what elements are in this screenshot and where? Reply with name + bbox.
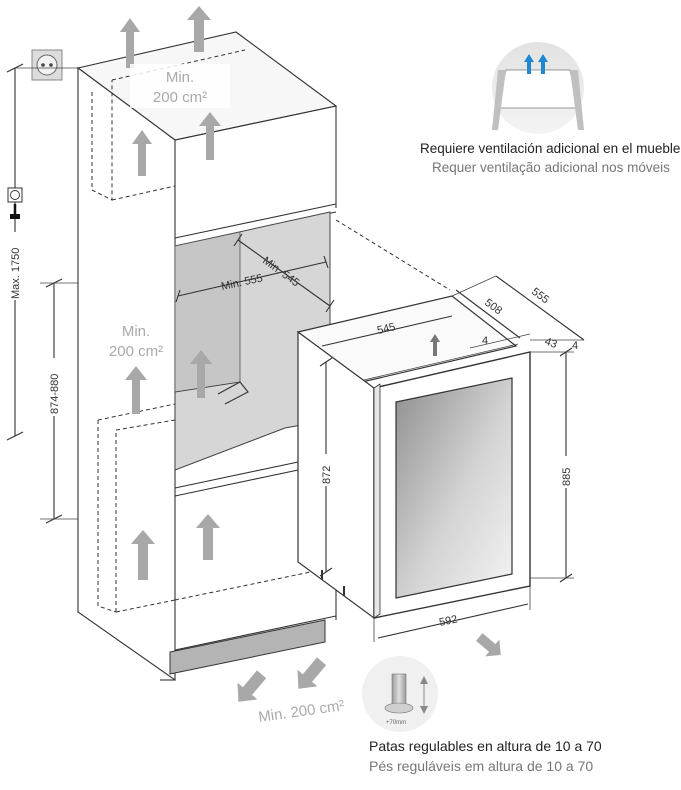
door-depth-label: 43 [543,336,559,351]
vent-arrow-up-5 [125,366,147,414]
vent-area-middle-label: Min.200 cm² [109,323,163,360]
vent-arrow-up-4 [199,112,221,160]
tall-cabinet [76,31,338,682]
vent-arrow-up-7 [131,530,155,580]
vent-arrow-in-2 [297,657,327,689]
vent-arrow-up-8 [196,514,220,560]
depth-body-label: 508 [482,297,504,317]
vent-arrow-up-3 [132,130,152,176]
appliance-width-label: 592 [438,613,458,629]
vent-area-top-label: Min.200 cm² [153,69,207,106]
ventilation-arrows [120,6,327,702]
ventilation-note-es: Requiere ventilación adicional en el mue… [420,141,681,156]
ventilation-note-pt: Requer ventilação adicional nos móveis [432,160,670,175]
wall-socket-icon [31,49,63,81]
body-height-label: 872 [321,466,333,484]
vent-arrow-in-1 [237,670,267,702]
front-view-arrow [476,633,501,657]
appliance-top-width-label: 545 [376,321,397,337]
appliance-dimensions: 545 508 555 4 4 43 872 885 592 [319,275,585,657]
max-height-dimension: Max. 1750 [6,63,78,441]
top-gap-label: 4 [482,335,488,347]
vent-arrow-up-6 [190,350,212,398]
vent-area-middle: Min.200 cm² [98,318,174,364]
ventilation-bubble-icon [492,42,584,134]
side-gap-label: 4 [572,340,578,352]
wine-cooler [296,295,531,620]
vent-arrow-up-1 [120,18,140,68]
feet-note-pt: Pés reguláveis em altura de 10 a 70 [369,758,594,774]
niche-height-label: 874-880 [49,374,61,414]
foot-adjust-label: +70mm [386,720,406,726]
feet-note-es: Patas regulables en altura de 10 a 70 [369,738,602,754]
vent-area-top: Min.200 cm² [130,64,230,108]
vent-area-bottom-label: Min. 200 cm² [257,697,345,726]
vent-area-bottom: Min. 200 cm² [257,697,345,726]
total-height-label: 885 [561,468,573,486]
adjustable-foot-icon: +70mm [362,656,438,732]
vent-arrow-up-2 [187,6,211,52]
max-height-label: Max. 1750 [10,248,22,299]
